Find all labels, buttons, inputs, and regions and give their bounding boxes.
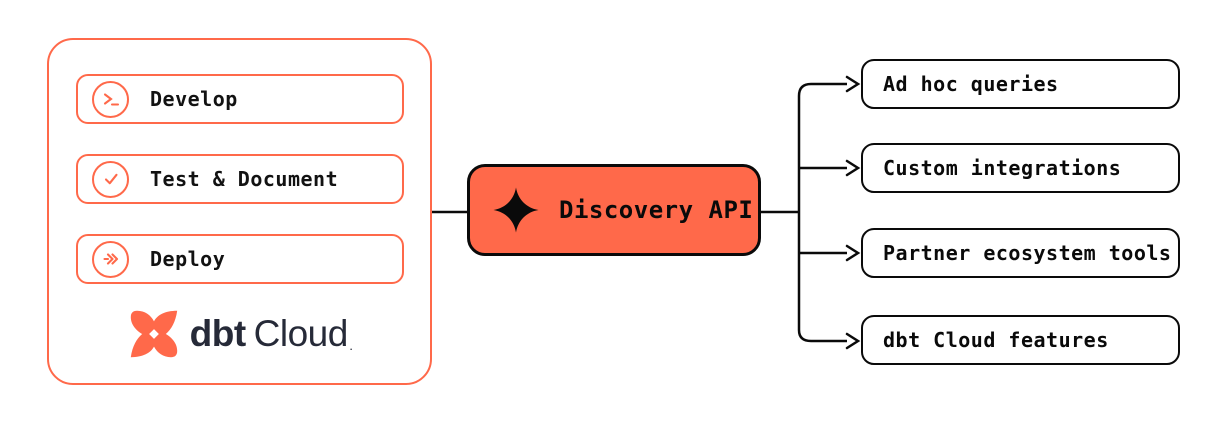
hub-label: Discovery API	[559, 196, 754, 224]
discovery-api-box: Discovery API	[467, 164, 761, 256]
source-item-label: Deploy	[150, 247, 226, 271]
connector-trunk	[797, 82, 847, 343]
dbt-cloud-panel: Develop Test & Document Deploy	[47, 38, 432, 385]
source-item-label: Develop	[150, 87, 238, 111]
source-item-deploy: Deploy	[76, 234, 404, 284]
source-item-test-document: Test & Document	[76, 154, 404, 204]
dbt-cloud-logo: dbt Cloud .	[49, 307, 430, 361]
brand-name-dbt: dbt	[189, 313, 247, 354]
arrowhead-output-3	[845, 244, 861, 262]
output-label: Partner ecosystem tools	[883, 241, 1172, 265]
output-label: dbt Cloud features	[883, 328, 1109, 352]
dbt-logo-mark	[130, 310, 177, 358]
output-box-custom-integrations: Custom integrations	[861, 143, 1180, 193]
brand-trademark-dot: .	[349, 342, 353, 352]
dbt-cloud-wordmark: dbt Cloud .	[190, 313, 353, 355]
output-box-ad-hoc-queries: Ad hoc queries	[861, 59, 1180, 109]
source-item-develop: Develop	[76, 74, 404, 124]
brand-name-cloud: Cloud	[253, 313, 349, 354]
deploy-arrows-icon	[92, 240, 129, 278]
arrowhead-output-4	[845, 332, 861, 350]
source-item-label: Test & Document	[150, 167, 339, 191]
output-label: Ad hoc queries	[883, 72, 1059, 96]
sparkle-icon	[493, 187, 539, 233]
output-box-dbt-cloud-features: dbt Cloud features	[861, 315, 1180, 365]
output-box-partner-ecosystem-tools: Partner ecosystem tools	[861, 228, 1180, 278]
arrowhead-output-2	[845, 159, 861, 177]
terminal-prompt-icon	[92, 80, 129, 118]
check-circle-icon	[92, 160, 129, 198]
arrowhead-output-1	[845, 75, 861, 93]
output-label: Custom integrations	[883, 156, 1122, 180]
